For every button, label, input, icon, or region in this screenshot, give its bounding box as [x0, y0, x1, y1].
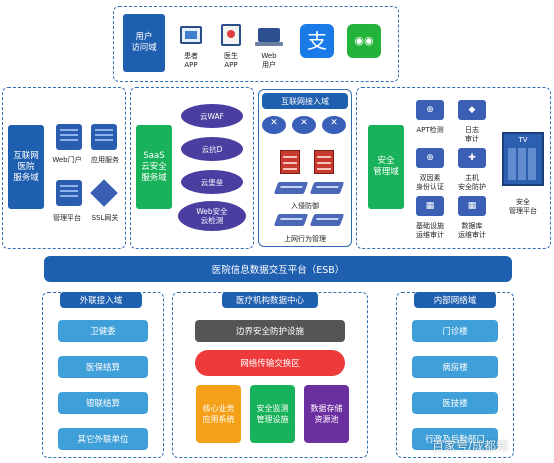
web-portal-label: Web门户: [52, 156, 82, 164]
patient-app-icon: [180, 26, 202, 44]
internal-item-admin: 行政及后勤部门: [412, 428, 498, 450]
web-behavior-mgmt-label: 上网行为管理: [284, 235, 326, 243]
internet-access-title: 互联网接入域: [262, 93, 348, 109]
alipay-icon: 支: [300, 24, 334, 58]
infra-ops-audit-label: 基础设施 运维审计: [416, 222, 444, 239]
core-business-apps: 核心业务 应用系统: [196, 385, 241, 443]
external-item-health-commission: 卫健委: [58, 320, 148, 342]
security-platform-icon: TV: [502, 132, 544, 186]
ssl-gateway-label: SSL网关: [91, 214, 119, 222]
data-storage-pool: 数据存储 资源池: [304, 385, 349, 443]
laptop-base: [255, 42, 283, 46]
log-audit-icon: ◆: [458, 100, 486, 120]
security-mgmt-domain: [356, 87, 551, 249]
app-service-icon: [91, 124, 117, 150]
esb-bar: 医院信息数据交互平台（ESB）: [44, 256, 512, 282]
log-audit-label: 日志 审计: [465, 126, 479, 143]
security-platform-label: 安全 管理平台: [509, 198, 537, 215]
saas-domain: [130, 87, 254, 249]
apt-detection-icon: ⊕: [416, 100, 444, 120]
internal-item-outpatient: 门诊楼: [412, 320, 498, 342]
hospital-service-domain: [2, 87, 126, 249]
platform-badge: TV: [518, 136, 528, 144]
cloud-anti-ddos: 云抗D: [181, 137, 243, 161]
user-access-title: 用户 访问域: [123, 14, 165, 72]
mgmt-platform-icon: [56, 180, 82, 206]
security-mgmt-title: 安全 管理域: [368, 125, 404, 209]
cloud-bastion: 云堡垒: [181, 170, 243, 194]
router-icon: [262, 116, 286, 134]
switch-icon: [273, 182, 309, 194]
firewall-icon: [280, 150, 300, 174]
db-ops-audit-label: 数据库 运维审计: [458, 222, 486, 239]
internal-item-medtech: 医技楼: [412, 392, 498, 414]
internal-network-title: 内部网络域: [414, 292, 496, 308]
ips-label: 入侵防御: [291, 202, 319, 210]
router-icon: [322, 116, 346, 134]
doctor-app-icon: [221, 24, 241, 46]
web-portal-icon: [56, 124, 82, 150]
cloud-waf: 云WAF: [181, 104, 243, 128]
user-access-domain: [113, 6, 399, 82]
switch-icon: [273, 214, 309, 226]
switch-icon: [309, 214, 345, 226]
datacenter-title: 医疗机构数据中心: [222, 292, 318, 308]
watermark: 百家号/成都知: [432, 439, 509, 453]
host-protection-icon: ✚: [458, 148, 486, 168]
router-icon: [292, 116, 316, 134]
network-exchange-zone: 网络传输交换区: [195, 350, 345, 376]
doctor-app-label: 医生 APP: [224, 52, 238, 69]
security-monitoring: 安全监测 管理设施: [250, 385, 295, 443]
patient-app-label: 患者 APP: [184, 52, 198, 69]
wechat-icon: ◉◉: [347, 24, 381, 58]
cloud-web-security-check: Web安全 云检测: [178, 201, 246, 231]
internal-item-ward: 病房楼: [412, 356, 498, 378]
mgmt-platform-label: 管理平台: [53, 214, 81, 222]
firewall-icon: [314, 150, 334, 174]
infra-ops-audit-icon: ▦: [416, 196, 444, 216]
laptop-icon: [258, 28, 280, 42]
two-factor-auth-label: 双因素 身份认证: [416, 174, 444, 191]
apt-detection-label: APT检测: [416, 126, 444, 134]
external-access-title: 外联接入域: [60, 292, 142, 308]
web-user-label: Web 用户: [261, 52, 277, 69]
boundary-protection: 边界安全防护设施: [195, 320, 345, 342]
switch-icon: [309, 182, 345, 194]
hospital-service-title: 互联网 医院 服务域: [8, 125, 44, 209]
external-item-medical-insurance: 医保结算: [58, 356, 148, 378]
host-protection-label: 主机 安全防护: [458, 174, 486, 191]
external-item-unionpay: 银联结算: [58, 392, 148, 414]
two-factor-auth-icon: ⊕: [416, 148, 444, 168]
saas-title: SaaS 云安全 服务域: [136, 125, 172, 209]
external-item-other: 其它外联单位: [58, 428, 148, 450]
db-ops-audit-icon: ▦: [458, 196, 486, 216]
app-service-label: 应用服务: [91, 156, 119, 164]
